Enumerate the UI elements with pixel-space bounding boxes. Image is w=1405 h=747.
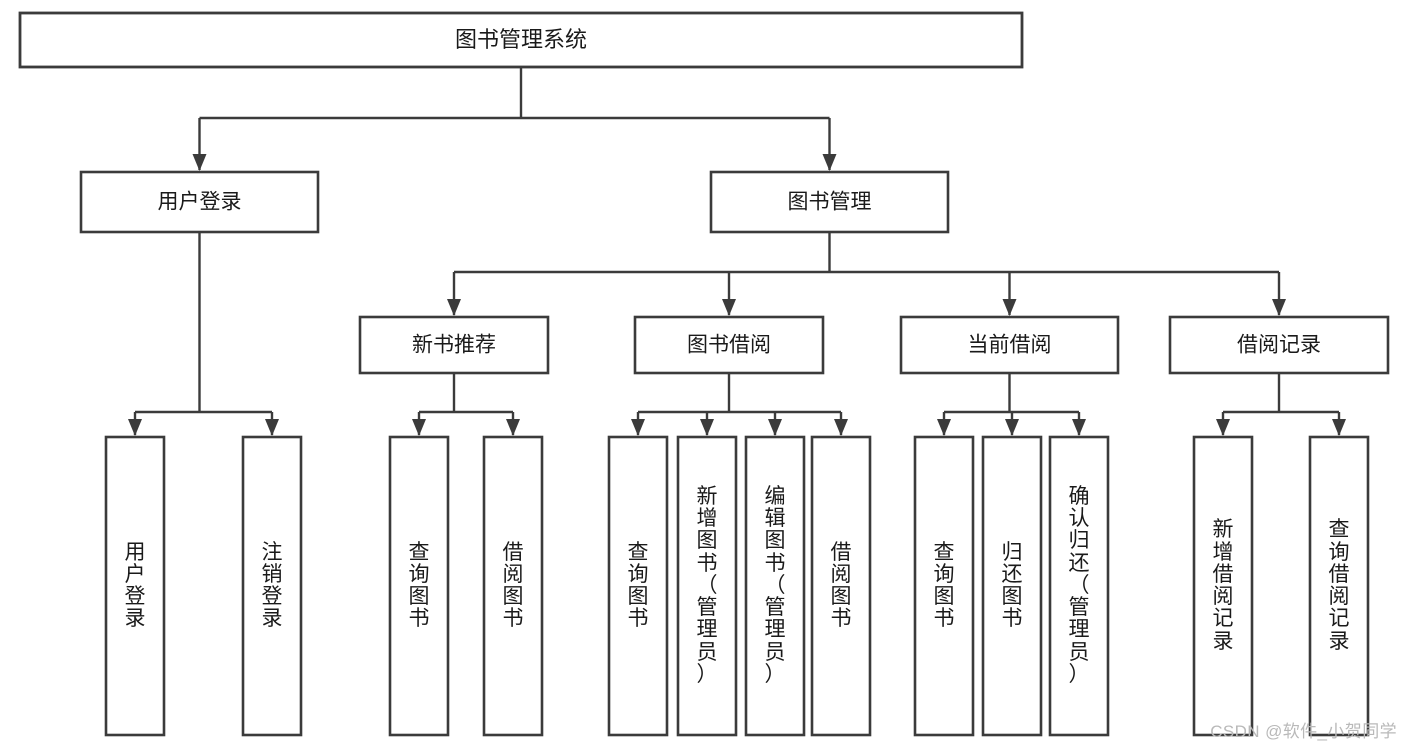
arrowhead-icon-l3-1 (722, 299, 736, 316)
arrowhead-icon-l3-0 (447, 299, 461, 316)
arrowhead-icon-leaf-3 (506, 419, 520, 436)
arrowhead-icon-leaf-1 (265, 419, 279, 436)
node-leaf-归还图书-9[interactable] (981, 435, 1043, 737)
node-leaf-查询图书-2[interactable] (388, 435, 450, 737)
node-level3-label-图书借阅-1: 图书借阅 (687, 334, 771, 357)
node-leaf-借阅图书-3[interactable] (482, 435, 544, 737)
node-level3-label-当前借阅-2: 当前借阅 (968, 334, 1052, 357)
node-level2-label-图书管理-1: 图书管理 (788, 191, 872, 214)
arrowhead-icon-leaf-2 (412, 419, 426, 436)
node-level2-图书管理-1[interactable] (709, 170, 950, 234)
node-level3-借阅记录-3[interactable] (1168, 315, 1390, 375)
node-leaf-新增借阅记录-11[interactable] (1192, 435, 1254, 737)
node-level2-label-用户登录-0: 用户登录 (158, 191, 242, 214)
node-level3-label-新书推荐-0: 新书推荐 (412, 334, 496, 357)
arrowhead-icon-leaf-9 (1005, 419, 1019, 436)
node-leaf-新增图书管理员-5[interactable] (676, 435, 738, 737)
arrowhead-icon-leaf-5 (700, 419, 714, 436)
node-leaf-查询图书-8[interactable] (913, 435, 975, 737)
arrowhead-icon-leaf-7 (834, 419, 848, 436)
node-level3-图书借阅-1[interactable] (633, 315, 825, 375)
node-leaf-注销登录-1[interactable] (241, 435, 303, 737)
arrowhead-icon-leaf-0 (128, 419, 142, 436)
node-leaf-编辑图书管理员-6[interactable] (744, 435, 806, 737)
arrowhead-icon-leaf-4 (631, 419, 645, 436)
node-root-label-图书管理系统: 图书管理系统 (455, 27, 587, 52)
node-leaf-查询图书-4[interactable] (607, 435, 669, 737)
csdn-watermark: CSDN @软件_小贺同学 (1210, 722, 1397, 741)
arrowhead-icon-l3-2 (1002, 299, 1017, 316)
arrowhead-icon-l3-3 (1272, 299, 1286, 316)
arrowhead-icon-leaf-11 (1216, 419, 1230, 436)
arrowhead-icon-l2-1 (822, 154, 837, 171)
arrowhead-icon-leaf-8 (937, 419, 951, 436)
arrowhead-icon-leaf-12 (1332, 419, 1346, 436)
node-level3-新书推荐-0[interactable] (358, 315, 550, 375)
box-layer (18, 11, 1390, 737)
node-leaf-确认归还管理员-10[interactable] (1048, 435, 1110, 737)
node-root-图书管理系统[interactable] (18, 11, 1024, 69)
connector-layer (128, 67, 1346, 436)
node-level3-label-借阅记录-3: 借阅记录 (1237, 334, 1321, 357)
arrowhead-icon-leaf-6 (768, 419, 782, 436)
arrowhead-icon-leaf-10 (1072, 419, 1086, 436)
node-level3-当前借阅-2[interactable] (899, 315, 1120, 375)
node-leaf-查询借阅记录-12[interactable] (1308, 435, 1370, 737)
node-level2-用户登录-0[interactable] (79, 170, 320, 234)
node-leaf-借阅图书-7[interactable] (810, 435, 872, 737)
arrowhead-icon-l2-0 (192, 154, 207, 171)
node-leaf-用户登录-0[interactable] (104, 435, 166, 737)
